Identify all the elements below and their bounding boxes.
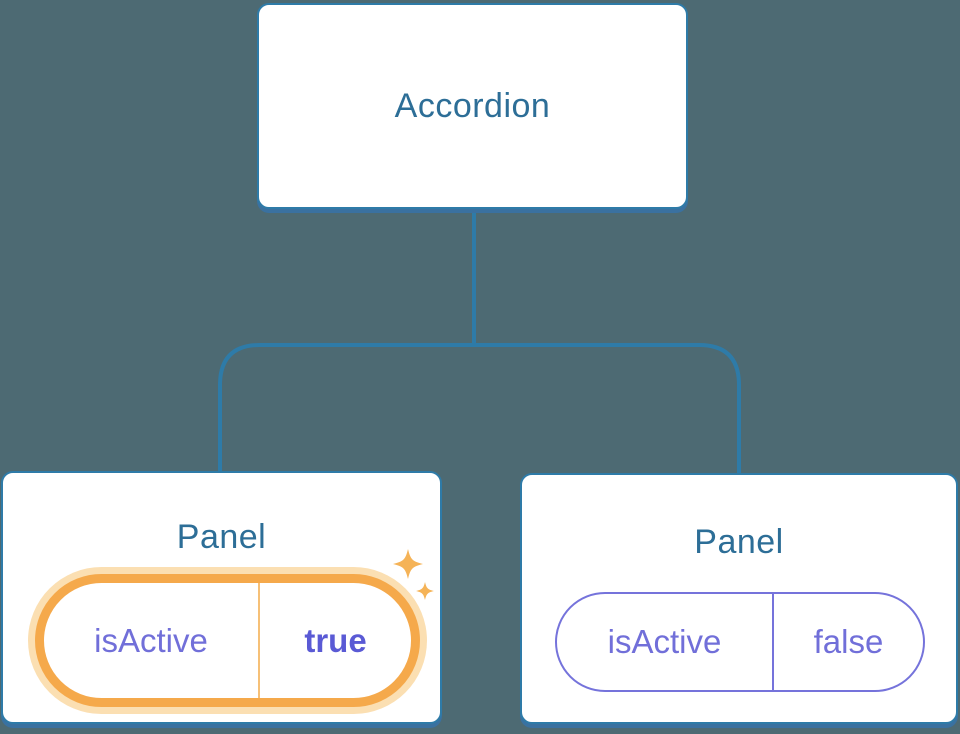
state-name: isActive [94, 621, 208, 659]
state-pill-inactive: isActive false [555, 592, 925, 692]
connector-lines [218, 208, 741, 473]
panel-node-active: Panel isActive true [1, 471, 442, 724]
accordion-node: Accordion [257, 3, 688, 209]
accordion-node-label: Accordion [394, 86, 551, 125]
panel-node-label: Panel [176, 518, 267, 556]
sparkle-small-icon [416, 582, 434, 600]
state-value: false [813, 623, 884, 660]
state-pill-active: isActive true [35, 574, 420, 707]
state-value: true [304, 621, 367, 659]
state-pill-divider [772, 594, 774, 690]
state-name: isActive [607, 623, 722, 660]
panel-node-inactive: Panel isActive false [520, 473, 958, 724]
sparkle-large-icon [393, 549, 423, 579]
panel-node-label: Panel [694, 523, 784, 561]
sparkles-icon [393, 549, 434, 600]
state-pill-divider [258, 583, 260, 698]
